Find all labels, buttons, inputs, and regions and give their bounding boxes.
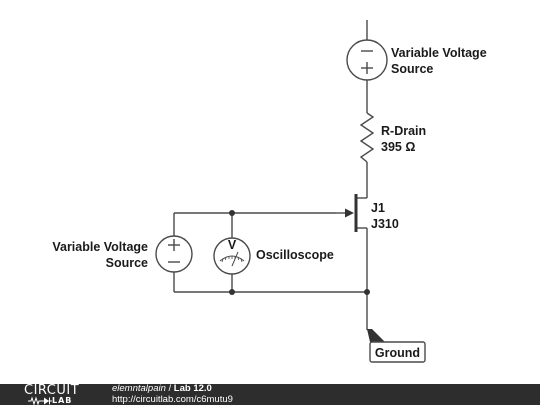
author-title-line: elemntalpain / Lab 12.0 [112, 383, 233, 395]
voltage-source-left[interactable] [155, 235, 193, 273]
circuitlab-logo[interactable]: CIRCUIT LAB [24, 384, 96, 405]
jfet-j1[interactable] [336, 194, 358, 232]
logo-text-bottom: LAB [52, 396, 73, 405]
circuit-info: elemntalpain / Lab 12.0 http://circuitla… [112, 383, 233, 405]
circuit-title: Lab 12.0 [173, 383, 212, 394]
voltage-source-top-label: Variable Voltage [391, 46, 487, 60]
junction-dot [229, 210, 235, 216]
voltage-source-top-label-line2: Source [391, 62, 433, 76]
ground-label: Ground [375, 346, 420, 360]
logo-text-top: CIRCUIT [24, 383, 80, 398]
author-link[interactable]: elemntalpain [112, 383, 166, 394]
junction-dot [229, 289, 235, 295]
voltage-source-top[interactable] [346, 39, 388, 81]
circuit-schematic: Variable Voltage Source R-Drain 395 Ω J1… [52, 20, 487, 363]
resistor-name-label: R-Drain [381, 124, 426, 138]
jfet-name-label: J1 [371, 201, 385, 215]
junction-dot [364, 289, 370, 295]
voltmeter-label: Oscilloscope [256, 248, 334, 262]
resistor-value-label: 395 Ω [381, 140, 415, 154]
voltmeter-icon[interactable] [213, 237, 251, 275]
voltage-source-left-label-line2: Source [106, 256, 148, 270]
voltmeter-symbol: V [228, 238, 237, 252]
path-separator: / [165, 383, 174, 394]
diode-logo-icon [28, 396, 52, 405]
voltage-source-left-label: Variable Voltage [52, 240, 148, 254]
jfet-part-label: J310 [371, 217, 399, 231]
circuit-url[interactable]: http://circuitlab.com/c6mutu9 [112, 393, 233, 405]
resistor-r-drain[interactable] [359, 112, 375, 163]
ground-icon[interactable] [367, 329, 426, 363]
wires [173, 20, 368, 330]
footer-bar: CIRCUIT LAB elemntalpain / Lab 12.0 http… [0, 383, 540, 405]
